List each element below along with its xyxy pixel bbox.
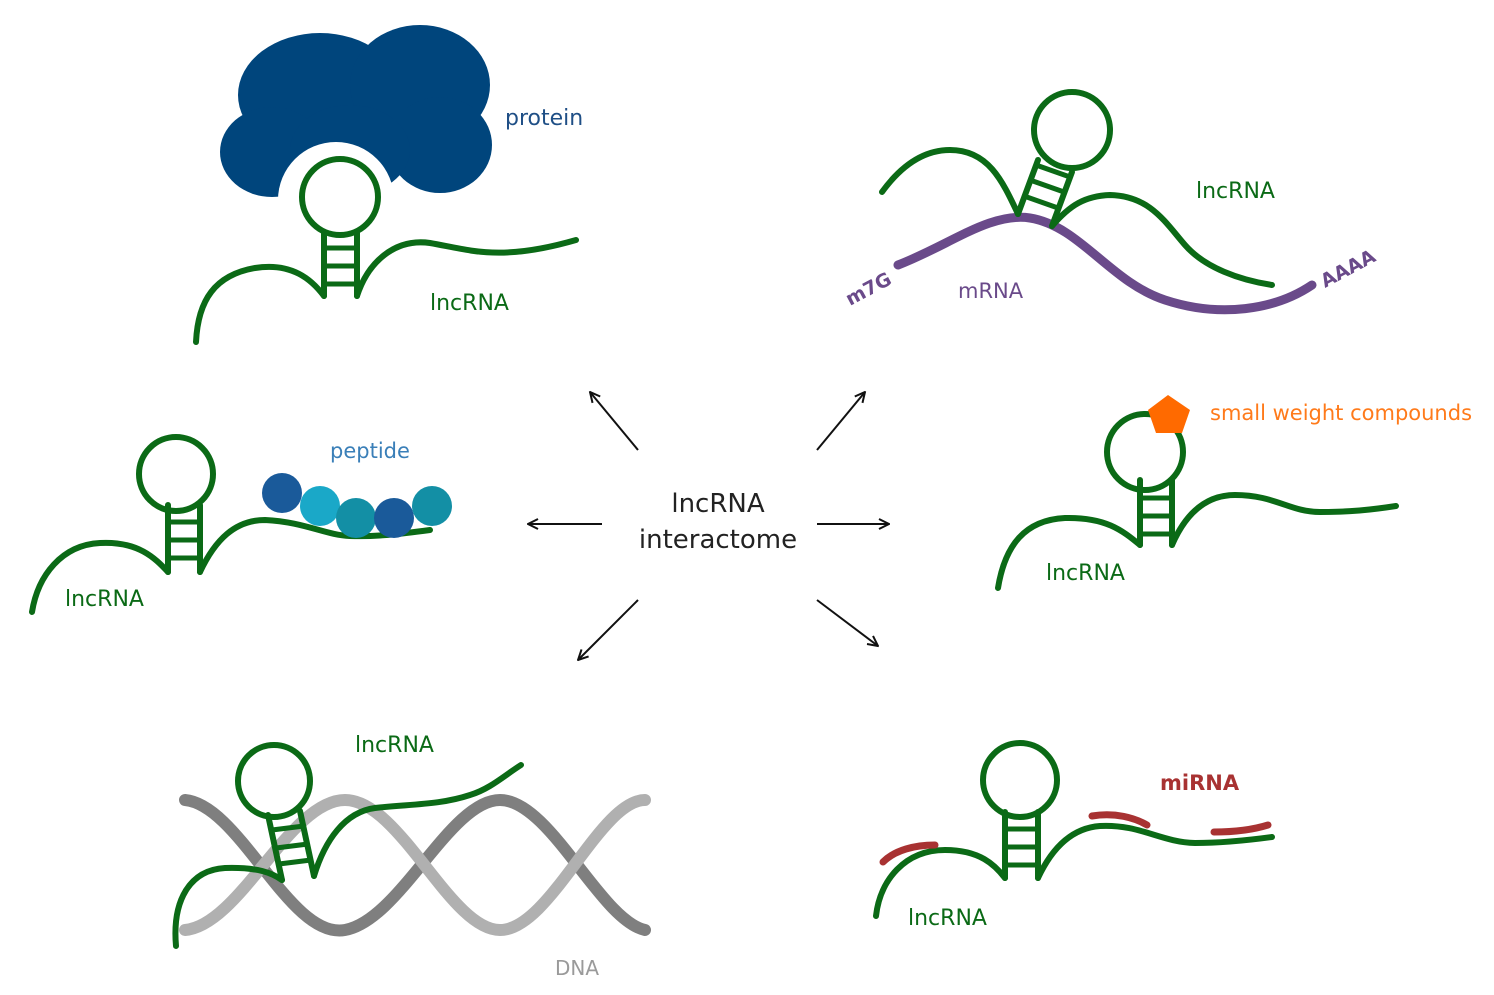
lncrna-label: lncRNA bbox=[1196, 179, 1275, 204]
panel-mrna: lncRNA mRNA m7G AAAA bbox=[842, 89, 1380, 315]
peptide-bead bbox=[300, 486, 340, 526]
center-label: lncRNA interactome bbox=[639, 489, 797, 555]
arrow-to-mirna bbox=[816, 599, 878, 646]
mrna-label: mRNA bbox=[958, 279, 1024, 303]
lncrna-strand bbox=[193, 156, 579, 345]
panel-compounds: small weight compounds lncRNA bbox=[995, 395, 1472, 591]
mrna-strand bbox=[893, 212, 1317, 315]
polya-tail-label: AAAA bbox=[1317, 245, 1380, 292]
panel-mirna: miRNA lncRNA bbox=[873, 740, 1275, 931]
interaction-arrows bbox=[528, 392, 889, 660]
mirna-fragment bbox=[879, 841, 939, 866]
peptide-bead bbox=[262, 473, 302, 513]
mirna-fragment bbox=[1210, 821, 1272, 836]
dna-helix bbox=[179, 793, 651, 937]
lncrna-label: lncRNA bbox=[1046, 561, 1125, 586]
peptide-bead bbox=[412, 486, 452, 526]
panel-dna: lncRNA DNA bbox=[172, 733, 651, 980]
lncrna-strand bbox=[172, 742, 524, 949]
lncrna-label: lncRNA bbox=[355, 733, 434, 758]
dna-label: DNA bbox=[555, 956, 599, 980]
protein-label: protein bbox=[505, 106, 583, 131]
protein-blob bbox=[220, 25, 492, 258]
mirna-fragment bbox=[1088, 811, 1151, 829]
mirna-fragments bbox=[879, 811, 1272, 866]
cap-label: m7G bbox=[842, 268, 895, 310]
lncrna-strand bbox=[873, 740, 1275, 919]
lncrna-label: lncRNA bbox=[65, 587, 144, 612]
arrow-to-dna bbox=[578, 599, 639, 660]
peptide-bead bbox=[374, 498, 414, 538]
panel-peptide: peptide lncRNA bbox=[29, 434, 452, 615]
center-label-line2: interactome bbox=[639, 525, 797, 555]
lncrna-strand bbox=[995, 411, 1399, 591]
mirna-label: miRNA bbox=[1160, 771, 1240, 795]
arrow-to-mrna bbox=[816, 392, 865, 451]
compound-pentagon bbox=[1148, 395, 1190, 433]
compounds-label: small weight compounds bbox=[1210, 401, 1472, 425]
panel-protein: protein lncRNA bbox=[193, 25, 583, 345]
lncrna-strand bbox=[879, 89, 1275, 288]
lncrna-label: lncRNA bbox=[908, 906, 987, 931]
peptide-bead bbox=[336, 498, 376, 538]
center-label-line1: lncRNA bbox=[671, 489, 765, 519]
peptide-beads bbox=[262, 473, 452, 538]
dna-strand bbox=[179, 793, 651, 937]
arrow-to-protein bbox=[590, 392, 639, 451]
peptide-label: peptide bbox=[330, 439, 410, 463]
lncrna-label: lncRNA bbox=[430, 291, 509, 316]
